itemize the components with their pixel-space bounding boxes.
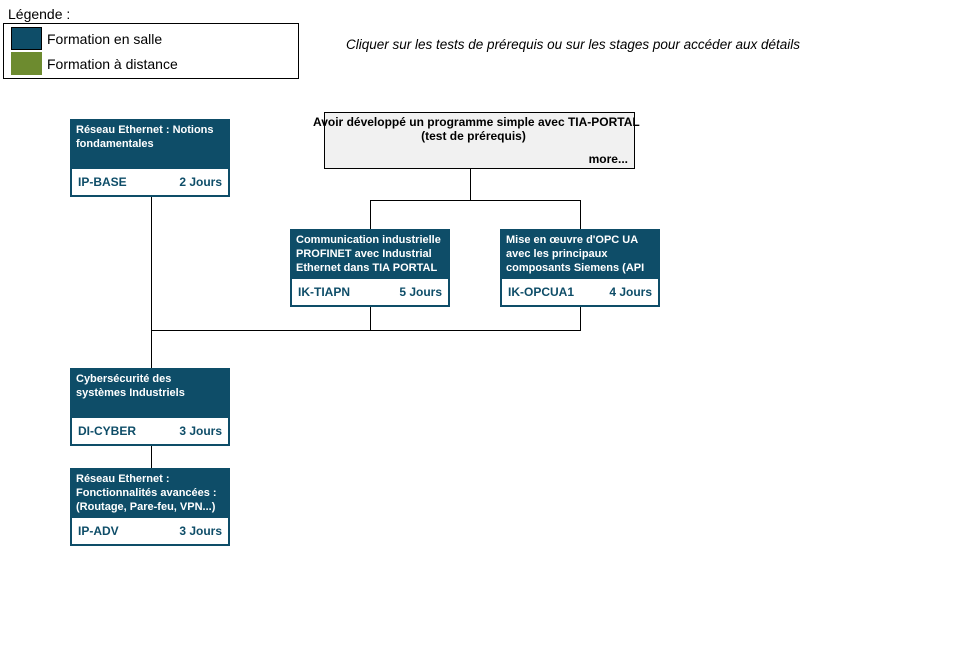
course-duration: 5 Jours <box>399 285 442 299</box>
connector-drop-opcua <box>580 200 581 229</box>
course-title: Réseau Ethernet : Notions fondamentales <box>76 124 214 150</box>
classroom-color-swatch <box>11 27 42 50</box>
course-footer: IP-BASE 2 Jours <box>72 169 228 195</box>
connector-tiapn-stem <box>370 307 371 330</box>
course-duration: 4 Jours <box>609 285 652 299</box>
prerequisite-title: Avoir développé un programme simple avec… <box>313 113 640 143</box>
course-footer: IK-TIAPN 5 Jours <box>292 279 448 305</box>
course-box-ip-adv[interactable]: Réseau Ethernet : Fonctionnalités avancé… <box>70 468 230 546</box>
legend-title: Légende : <box>8 6 71 22</box>
course-footer: IP-ADV 3 Jours <box>72 518 228 544</box>
course-duration: 2 Jours <box>179 175 222 189</box>
course-box-di-cyber[interactable]: Cybersécurité des systèmes Industriels D… <box>70 368 230 446</box>
connector-top-horizontal <box>370 200 581 201</box>
prerequisite-title-line1: Avoir développé un programme simple avec… <box>313 115 640 129</box>
prerequisite-test-box[interactable]: Avoir développé un programme simple avec… <box>313 112 640 169</box>
course-footer: IK-OPCUA1 4 Jours <box>502 279 658 305</box>
course-code: IP-ADV <box>78 524 119 538</box>
legend-label: Formation à distance <box>47 55 178 72</box>
course-title: Cybersécurité des systèmes Industriels <box>76 373 185 399</box>
connector-drop-tiapn <box>370 200 371 229</box>
connector-prereq-riser <box>470 169 471 200</box>
course-code: DI-CYBER <box>78 424 137 438</box>
prerequisite-title-line2: (test de prérequis) <box>421 129 526 143</box>
course-footer: DI-CYBER 3 Jours <box>72 418 228 444</box>
course-box-ip-base[interactable]: Réseau Ethernet : Notions fondamentales … <box>70 119 230 197</box>
course-duration: 3 Jours <box>179 424 222 438</box>
course-box-ik-tiapn[interactable]: Communication industrielle PROFINET avec… <box>290 229 450 307</box>
legend-label: Formation en salle <box>47 30 163 47</box>
course-title: Réseau Ethernet : Fonctionnalités avancé… <box>76 473 217 513</box>
course-title: Mise en œuvre d'OPC UA avec les principa… <box>506 234 645 274</box>
course-code: IP-BASE <box>78 175 127 189</box>
course-box-ik-opcua1[interactable]: Mise en œuvre d'OPC UA avec les principa… <box>500 229 660 307</box>
connector-ipbase-stem <box>151 197 152 368</box>
connector-mid-horizontal <box>151 330 581 331</box>
connector-opcua-stem <box>580 307 581 330</box>
instruction-text: Cliquer sur les tests de prérequis ou su… <box>346 37 800 52</box>
course-code: IK-OPCUA1 <box>508 285 575 299</box>
distance-color-swatch <box>11 52 42 75</box>
legend: Formation en salle Formation à distance <box>3 23 299 79</box>
legend-item-classroom: Formation en salle <box>11 27 298 50</box>
course-title: Communication industrielle PROFINET avec… <box>296 234 441 274</box>
more-link[interactable]: more... <box>588 152 628 166</box>
course-code: IK-TIAPN <box>298 285 350 299</box>
connector-cyber-to-adv <box>151 446 152 468</box>
legend-item-distance: Formation à distance <box>11 52 298 75</box>
course-duration: 3 Jours <box>179 524 222 538</box>
